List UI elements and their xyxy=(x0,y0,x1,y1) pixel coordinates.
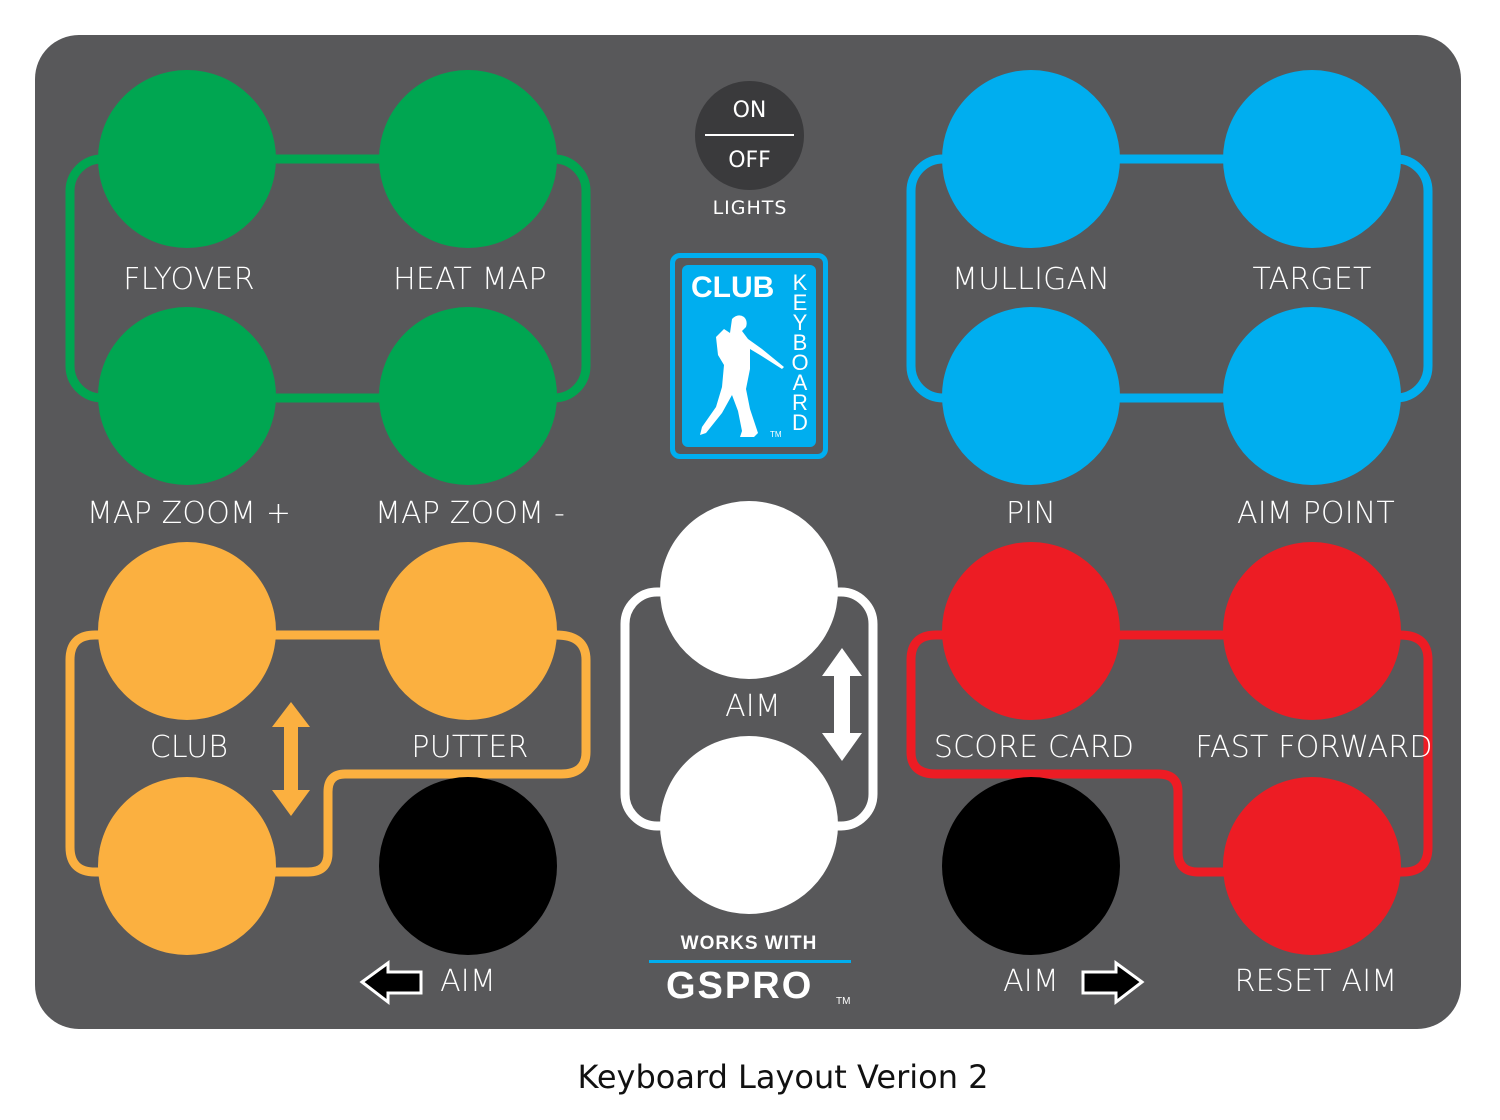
putter-label: PUTTER xyxy=(411,730,529,765)
lights-divider xyxy=(705,134,794,136)
lights-on-label: ON xyxy=(732,98,767,123)
map-zoom-in-key[interactable] xyxy=(98,307,276,485)
mulligan-label: MULLIGAN xyxy=(952,262,1110,297)
flyover-label: FLYOVER xyxy=(123,262,255,297)
aim-point-label: AIM POINT xyxy=(1237,496,1395,531)
fast-forward-label: FAST FORWARD xyxy=(1195,730,1433,765)
club-label: CLUB xyxy=(149,730,229,765)
gspro-trademark: TM xyxy=(836,996,851,1007)
map-zoom-in-label: MAP ZOOM + xyxy=(86,496,292,531)
pin-label: PIN xyxy=(1006,496,1056,531)
lights-caption: LIGHTS xyxy=(712,197,788,219)
target-key[interactable] xyxy=(1223,70,1401,248)
right-arrow-icon xyxy=(1081,960,1145,1006)
lights-toggle-button[interactable]: ON OFF xyxy=(695,81,804,190)
aim-left-label: AIM xyxy=(440,964,496,999)
blue-group-outline xyxy=(906,154,1433,403)
putter-key[interactable] xyxy=(379,542,557,720)
target-label: TARGET xyxy=(1252,262,1372,297)
fast-forward-key[interactable] xyxy=(1223,542,1401,720)
heat-map-label: HEAT MAP xyxy=(393,262,547,297)
map-zoom-out-key[interactable] xyxy=(379,307,557,485)
club-key[interactable] xyxy=(98,542,276,720)
gspro-logo-text: GSPRO xyxy=(666,965,814,1007)
club-down-key[interactable] xyxy=(98,777,276,955)
gspro-divider xyxy=(649,960,851,963)
aim-down-key[interactable] xyxy=(660,736,838,914)
aim-up-key[interactable] xyxy=(660,501,838,679)
aim-vertical-label: AIM xyxy=(725,689,781,724)
works-with-text: WORKS WITH xyxy=(680,933,818,954)
orange-group-outline xyxy=(65,630,591,877)
score-card-label: SCORE CARD xyxy=(933,730,1135,765)
golfer-silhouette-icon xyxy=(700,315,784,437)
reset-aim-key[interactable] xyxy=(1223,777,1401,955)
layout-caption: Keyboard Layout Verion 2 xyxy=(577,1058,989,1096)
aim-point-key[interactable] xyxy=(1223,307,1401,485)
mulligan-key[interactable] xyxy=(942,70,1120,248)
green-group-outline xyxy=(65,154,591,403)
aim-right-key[interactable] xyxy=(942,777,1120,955)
left-arrow-icon xyxy=(359,960,423,1006)
score-card-key[interactable] xyxy=(942,542,1120,720)
lights-off-label: OFF xyxy=(728,148,771,173)
reset-aim-label: RESET AIM xyxy=(1234,964,1398,999)
pin-key[interactable] xyxy=(942,307,1120,485)
heat-map-key[interactable] xyxy=(379,70,557,248)
white-up-down-arrow-icon xyxy=(822,648,862,761)
orange-up-down-arrow-icon xyxy=(272,702,310,816)
red-group-outline xyxy=(906,630,1433,877)
flyover-key[interactable] xyxy=(98,70,276,248)
map-zoom-out-label: MAP ZOOM - xyxy=(374,496,566,531)
aim-left-key[interactable] xyxy=(379,777,557,955)
logo-trademark: TM xyxy=(770,430,782,439)
logo-club-text: CLUB xyxy=(691,271,775,304)
aim-right-label: AIM xyxy=(1003,964,1059,999)
